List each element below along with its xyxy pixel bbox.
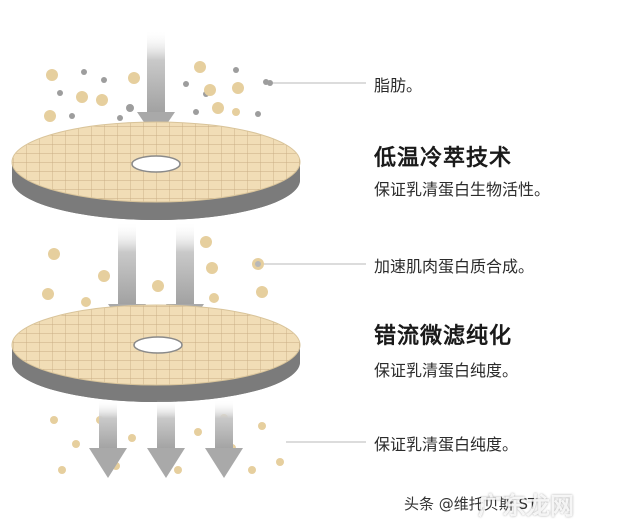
- protein-particles: [42, 236, 268, 307]
- purity-label: 保证乳清蛋白纯度。: [374, 435, 519, 454]
- arrow-down-icon: [89, 400, 127, 478]
- muscle-label: 加速肌肉蛋白质合成。: [374, 257, 535, 276]
- tech2-title: 错流微滤纯化: [374, 324, 513, 349]
- fat-particles: [44, 61, 269, 122]
- site-watermark: 广东龙网: [478, 492, 574, 520]
- filter-disc-2: [11, 304, 301, 402]
- arrow-down-icon: [147, 400, 185, 478]
- filter-disc-1: [11, 121, 301, 220]
- arrow-down-icon: [205, 400, 243, 478]
- tech1-desc: 保证乳清蛋白生物活性。: [374, 180, 551, 199]
- tech1-title: 低温冷萃技术: [374, 146, 513, 171]
- source-watermark: 头条 @维托贝斯 ST: [404, 495, 538, 513]
- tech2-desc: 保证乳清蛋白纯度。: [374, 361, 519, 380]
- leader-lines: [255, 80, 366, 443]
- fat-label: 脂肪。: [374, 76, 423, 95]
